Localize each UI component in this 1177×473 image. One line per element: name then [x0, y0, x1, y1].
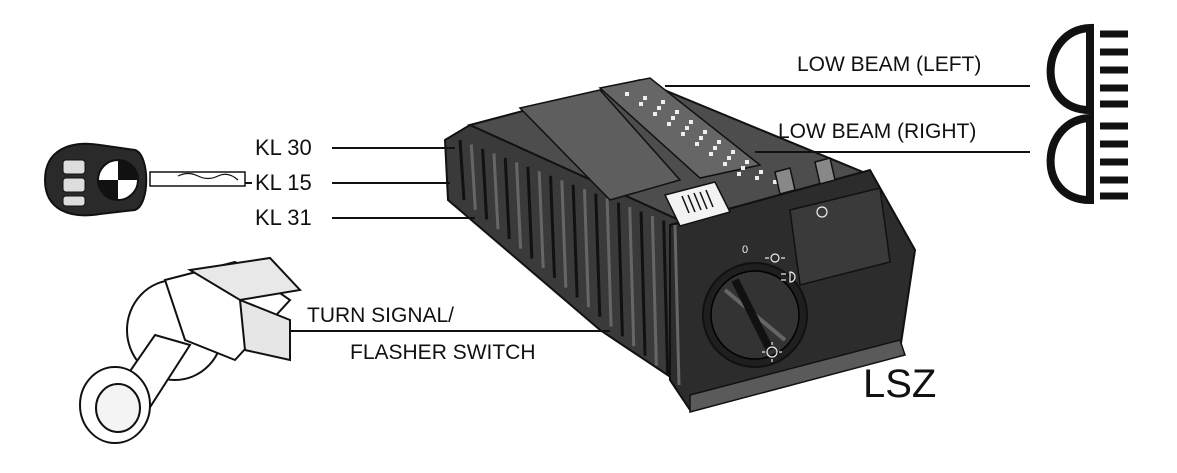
light-switch-knob-icon [702, 262, 808, 368]
connector-pin [741, 166, 745, 170]
label-turn-signal: TURN SIGNAL/ [307, 304, 455, 327]
lsz-module [443, 77, 917, 413]
connector-pins [625, 92, 777, 184]
headlight-icon-right [1046, 113, 1128, 205]
label-kl30: KL 30 [255, 135, 312, 160]
connector-pin [661, 100, 665, 104]
module-rib [605, 198, 613, 327]
connector-pin [667, 122, 671, 126]
connector-pin [625, 92, 629, 96]
module-rib [582, 189, 590, 308]
module-rib [526, 166, 534, 259]
module-clip-right [814, 157, 836, 185]
module-rib [571, 184, 579, 298]
dimmer-symbol [816, 206, 828, 218]
connector-pin [657, 106, 661, 110]
fog-light-symbol [781, 271, 796, 283]
connector-pin [653, 112, 657, 116]
label-kl15: KL 15 [255, 170, 312, 195]
module-rib [503, 157, 511, 240]
label-module-lsz: LSZ [863, 362, 937, 406]
label-low-beam-left: LOW BEAM (LEFT) [797, 53, 982, 76]
stalk-switch-icon [79, 256, 303, 444]
connector-pin [731, 150, 735, 154]
connector-pin [685, 126, 689, 130]
label-low-beam-right: LOW BEAM (RIGHT) [778, 120, 977, 143]
label-kl31: KL 31 [255, 205, 312, 230]
connector-pin [755, 176, 759, 180]
connector-pin [681, 132, 685, 136]
module-front-lip [689, 339, 906, 413]
leader-lines [245, 85, 1030, 332]
connector-pin [699, 136, 703, 140]
connector-block [518, 89, 682, 201]
connector-pin [709, 152, 713, 156]
module-rib [469, 144, 477, 210]
module-rib [560, 180, 568, 288]
connector-pin [723, 162, 727, 166]
headlight-icon-left [1046, 23, 1128, 115]
connector-pin [675, 110, 679, 114]
connector-pin [639, 102, 643, 106]
connector-pin [695, 142, 699, 146]
connector-pin [717, 140, 721, 144]
module-rib [662, 220, 670, 376]
module-rib [515, 162, 523, 249]
module-sticker [663, 181, 732, 227]
sticker-barcode [681, 189, 714, 214]
connector-pin [745, 160, 749, 164]
connector-pin [703, 130, 707, 134]
module-rib [628, 207, 636, 347]
connector-pin [759, 170, 763, 174]
module-rib [458, 139, 466, 201]
label-flasher-switch: FLASHER SWITCH [350, 341, 536, 364]
module-rib [616, 202, 624, 337]
connector-pin [727, 156, 731, 160]
key-icon [43, 142, 246, 217]
module-rib [481, 148, 489, 220]
module-clip-left [774, 167, 796, 195]
module-rib [594, 193, 602, 317]
module-rib [549, 175, 557, 278]
switch-mark-off: 0 [742, 244, 748, 256]
connector-pin [643, 96, 647, 100]
module-rib [650, 216, 658, 366]
headlight-symbol-small [762, 342, 782, 362]
connector-pin [671, 116, 675, 120]
module-ribs [458, 139, 681, 386]
dimmer-housing [789, 187, 891, 286]
module-rib [492, 153, 500, 230]
module-rib [673, 224, 681, 386]
connector-pin [773, 180, 777, 184]
module-rib [639, 211, 647, 356]
parking-light-symbol [765, 253, 785, 263]
connector-pin [689, 120, 693, 124]
connector-pin [737, 172, 741, 176]
connector-pin [713, 146, 717, 150]
module-rib [537, 171, 545, 269]
